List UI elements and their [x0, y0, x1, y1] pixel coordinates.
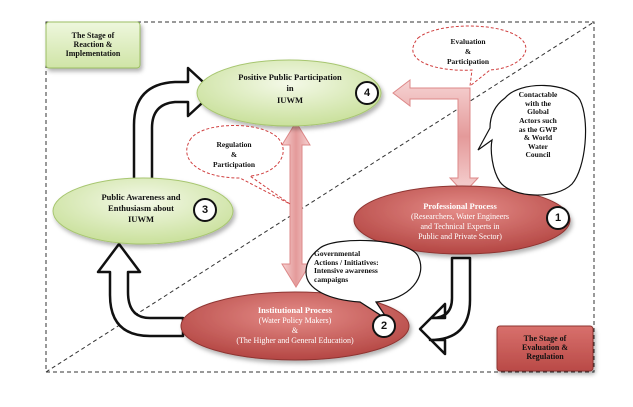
- public-awareness-label: Public Awareness and Enthusiasm about IU…: [80, 192, 202, 225]
- node-institutional: [180, 291, 410, 361]
- professional-label: Professional Process (Researchers, Water…: [392, 201, 528, 242]
- institutional-line: &: [291, 325, 299, 335]
- global-actors-line: Actors such: [519, 115, 557, 125]
- reaction-stage-line: The Stage of: [71, 31, 115, 40]
- public-participation-line: in: [286, 83, 294, 94]
- governmental-line: Actions / Initiatives:: [314, 257, 379, 267]
- reaction-stage-box: [45, 21, 141, 69]
- public-participation-line: Positive Public Participation: [238, 72, 342, 82]
- vertical-double-arrow: [281, 121, 311, 288]
- node-number-3: 3: [193, 198, 217, 222]
- governmental-line: Intensive awareness: [314, 266, 378, 276]
- professional-title: Professional Process: [423, 201, 497, 211]
- global-actors-line: Global: [527, 107, 549, 117]
- reaction-stage-line: Implementation: [65, 49, 121, 59]
- public-awareness-line: IUWM: [128, 214, 154, 225]
- reaction-stage-label: The Stage of Reaction & Implementation: [48, 31, 138, 59]
- governmental-callout-label: Governmental Actions / Initiatives: Inte…: [314, 249, 414, 285]
- professional-line: Public and Private Sector): [418, 231, 502, 241]
- node-number-4: 4: [355, 81, 379, 105]
- evaluation-callout-line: &: [464, 46, 472, 56]
- public-awareness-line: Enthusiasm about: [108, 203, 174, 214]
- node-public-participation: [196, 59, 382, 127]
- institutional-line: (Water Policy Makers): [258, 315, 332, 325]
- global-actors-line: Council: [525, 150, 551, 160]
- outer-frame: [45, 21, 595, 373]
- professional-line: (Researchers, Water Engineers: [410, 211, 510, 221]
- callout-regulation: [186, 124, 291, 205]
- node-professional: [353, 185, 571, 255]
- institutional-line: (The Higher and General Education): [236, 335, 354, 345]
- evaluation-stage-label: The Stage of Evaluation & Regulation: [499, 334, 591, 362]
- institutional-label: Institutional Process (Water Policy Make…: [210, 305, 380, 346]
- node-number-1: 1: [546, 206, 570, 230]
- reaction-stage-line: Reaction &: [73, 40, 113, 50]
- global-actors-line: Contactable: [518, 90, 558, 99]
- evaluation-arrow: [392, 78, 480, 194]
- public-participation-line: IUWM: [277, 94, 303, 105]
- arrow-2-to-3: [96, 242, 185, 338]
- public-participation-label: Positive Public Participation in IUWM: [222, 72, 358, 106]
- evaluation-callout-line: Evaluation: [450, 37, 486, 46]
- professional-line: and Technical Experts in: [420, 221, 500, 231]
- arrow-1-to-2: [418, 256, 472, 356]
- evaluation-stage-line: Regulation: [526, 352, 564, 362]
- node-number-2: 2: [372, 314, 396, 338]
- evaluation-stage-line: The Stage of: [523, 334, 567, 343]
- governmental-line: Governmental: [314, 249, 361, 258]
- regulation-callout-line: &: [230, 149, 238, 159]
- global-actors-line: with the: [524, 98, 552, 108]
- regulation-callout-label: Regulation & Participation: [196, 140, 272, 169]
- evaluation-stage-box: [496, 325, 594, 372]
- evaluation-callout-line: Participation: [446, 56, 490, 66]
- global-actors-line: as the GWP: [518, 124, 558, 134]
- callout-evaluation: [412, 25, 527, 88]
- global-actors-line: Water: [528, 141, 548, 151]
- global-actors-callout-label: Contactable with the Global Actors such …: [500, 90, 576, 160]
- governmental-line: campaigns: [314, 274, 349, 284]
- evaluation-stage-line: Evaluation &: [521, 343, 568, 353]
- institutional-title: Institutional Process: [257, 305, 333, 315]
- global-actors-line: & World: [523, 133, 553, 143]
- evaluation-callout-label: Evaluation & Participation: [428, 37, 508, 66]
- node-public-awareness: [52, 177, 234, 245]
- regulation-callout-line: Participation: [212, 159, 256, 169]
- public-awareness-line: Public Awareness and: [101, 192, 181, 202]
- callout-governmental: [305, 239, 422, 321]
- regulation-callout-line: Regulation: [216, 140, 252, 149]
- callout-global-actors: [477, 84, 587, 196]
